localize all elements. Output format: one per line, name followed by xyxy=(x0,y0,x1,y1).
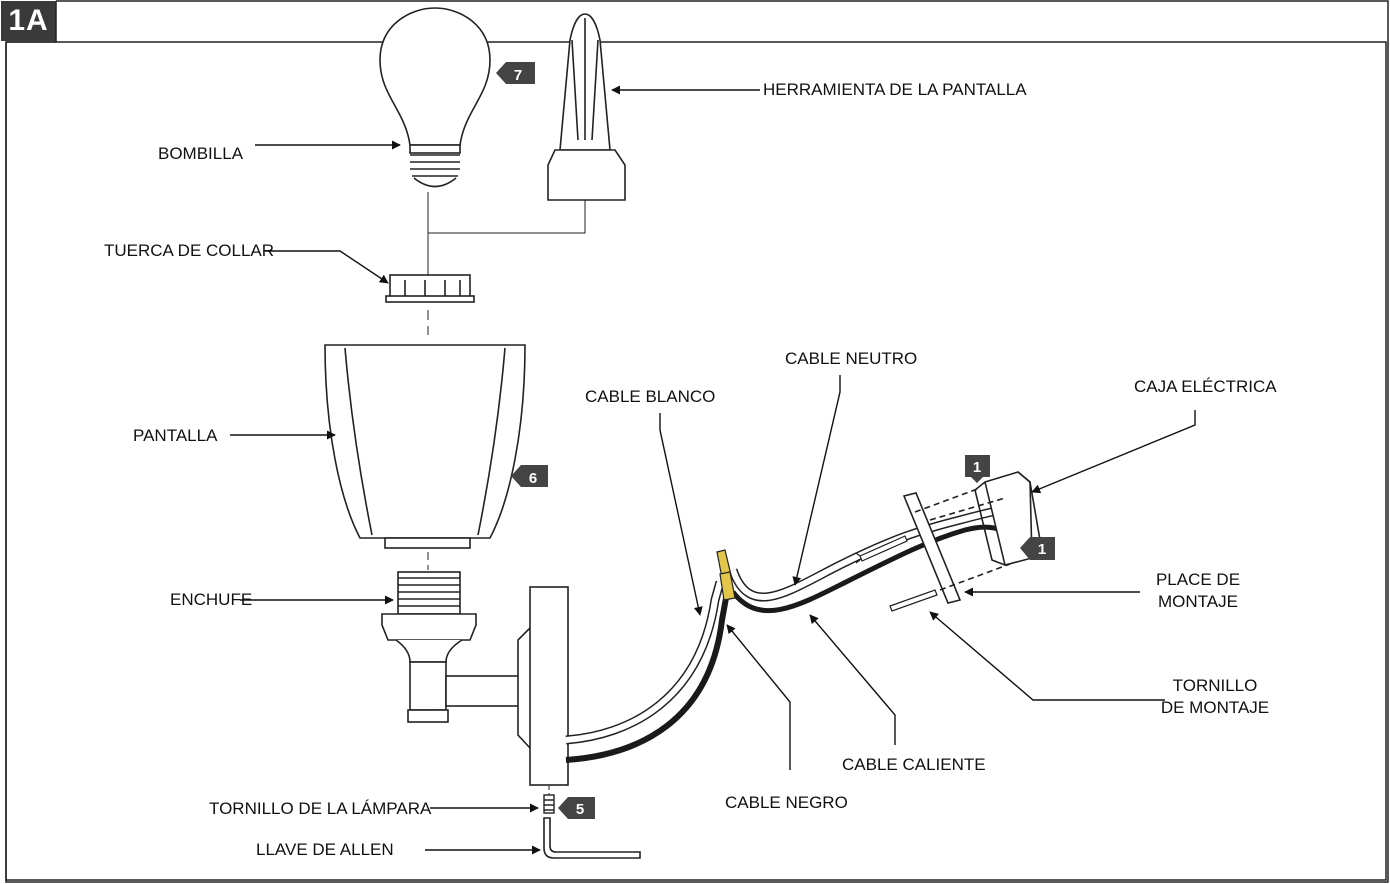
svg-text:5: 5 xyxy=(576,801,584,818)
label-tornillo-lampara: TORNILLO DE LA LÁMPARA xyxy=(209,799,432,818)
collar-nut xyxy=(385,274,475,303)
step-badge-box-top: 1 xyxy=(965,455,990,483)
label-placa: PLACE DE MONTAJE xyxy=(1155,570,1241,611)
label-pantalla: PANTALLA xyxy=(133,426,218,445)
step-badge-box-bottom: 1 xyxy=(1020,537,1055,560)
label-bombilla: BOMBILLA xyxy=(158,144,244,163)
label-enchufe: ENCHUFE xyxy=(170,590,253,609)
label-tornillo-montaje: TORNILLO DE MONTAJE xyxy=(1160,676,1270,717)
svg-text:7: 7 xyxy=(514,67,522,84)
wall-arm xyxy=(445,586,569,786)
step-badge-shade: 6 xyxy=(511,465,548,487)
socket xyxy=(381,571,477,723)
mounting-plate xyxy=(902,492,962,604)
shade-tool xyxy=(547,13,626,201)
leader-lines xyxy=(230,85,1196,855)
diagram-border xyxy=(5,41,1387,881)
step-badge-bulb: 7 xyxy=(496,62,535,84)
svg-text:1: 1 xyxy=(973,459,981,476)
figure-id-badge: 1A xyxy=(1,1,56,41)
label-cable-neutro: CABLE NEUTRO xyxy=(785,349,918,368)
label-caja: CAJA ELÉCTRICA xyxy=(1134,377,1277,396)
allen-key xyxy=(543,817,641,859)
wire-connectors xyxy=(716,549,736,601)
label-cable-blanco: CABLE BLANCO xyxy=(585,387,716,406)
label-tuerca: TUERCA DE COLLAR xyxy=(104,241,275,260)
wires xyxy=(565,503,1022,763)
label-llave: LLAVE DE ALLEN xyxy=(256,840,394,859)
lamp-shade xyxy=(324,344,526,549)
svg-text:6: 6 xyxy=(529,470,537,487)
svg-text:1: 1 xyxy=(1038,541,1046,558)
label-herramienta: HERRAMIENTA DE LA PANTALLA xyxy=(763,80,1027,99)
label-cable-negro: CABLE NEGRO xyxy=(725,793,848,812)
mounting-screws xyxy=(855,535,938,612)
step-badge-screw: 5 xyxy=(558,797,595,819)
lamp-screw xyxy=(543,794,555,814)
label-cable-caliente: CABLE CALIENTE xyxy=(842,755,986,774)
light-bulb xyxy=(379,7,491,188)
